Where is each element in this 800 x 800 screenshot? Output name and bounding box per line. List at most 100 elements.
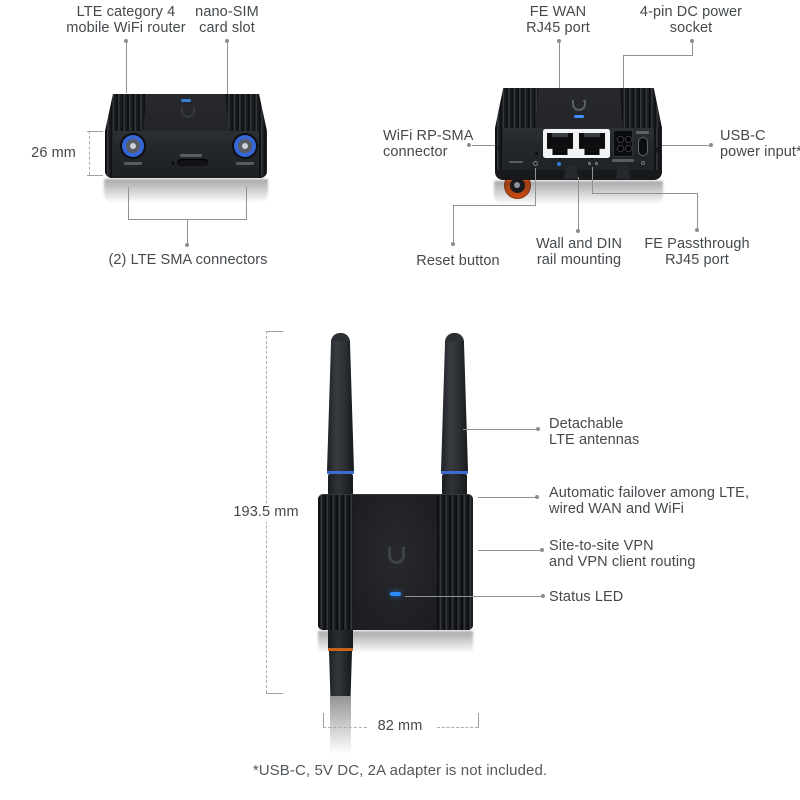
sma-right-tiny-label [236, 162, 254, 165]
mount-mark [595, 162, 598, 165]
failover-label-line1: Automatic failover among LTE, [549, 485, 750, 501]
rpsma-label: WiFi RP-SMA connector [383, 128, 493, 160]
leader-reset-v2 [453, 205, 454, 242]
passthrough-label: FE Passthrough RJ45 port [637, 236, 757, 268]
nano-sim-label-line2: card slot [199, 19, 255, 36]
nano-sim-slot [177, 159, 208, 166]
sma-bracket-right [246, 187, 247, 219]
antenna-right-base [442, 474, 467, 495]
full-view-device-body [318, 494, 473, 630]
leader-passthrough-v2 [697, 193, 698, 228]
usbc-label: USB-C power input* [720, 128, 800, 160]
antenna-bottom-rod [329, 651, 352, 696]
screw [641, 161, 645, 165]
usbc-port [638, 137, 648, 156]
mounting-label-line1: Wall and DIN [535, 236, 623, 252]
usbc-label-line1: USB-C [720, 128, 766, 144]
dim-26mm-line [89, 131, 90, 175]
body-reflection [318, 631, 473, 653]
rpsma-label-line1: WiFi RP-SMA [383, 128, 474, 144]
rpsma-pin [514, 182, 520, 188]
rj45-block [543, 129, 610, 158]
leader-dot [536, 427, 540, 431]
dc-power-socket [613, 130, 633, 157]
antenna-bottom-base [328, 630, 353, 648]
dc-pin-hole [625, 145, 632, 152]
leader-dc-v1 [692, 43, 693, 55]
vpn-label-line2: and VPN client routing [549, 553, 696, 570]
leader-vpn [478, 550, 541, 551]
leader-dot [541, 594, 545, 598]
leader-dot [467, 143, 471, 147]
leader-rpsma [472, 145, 506, 146]
leader-passthrough-h [592, 193, 697, 194]
ubiquiti-logo-body [388, 547, 405, 564]
sma-connectors-label: (2) LTE SMA connectors [108, 252, 268, 268]
rj45-wan-pins [552, 133, 568, 137]
screw [497, 145, 503, 151]
dim-tick [87, 131, 103, 132]
back-top-led [574, 115, 584, 118]
body-left-fins [318, 495, 354, 630]
leader-dot [690, 39, 694, 43]
back-underside [495, 170, 662, 180]
rpsma-label-line2: connector [383, 143, 448, 160]
detachable-antennas-line2: LTE antennas [549, 431, 640, 448]
status-led-label: Status LED [549, 589, 624, 605]
mount-mark [588, 162, 591, 165]
rj45-passthrough-pins [584, 133, 600, 137]
mounting-tab [564, 165, 578, 179]
vpn-label: Site-to-site VPN and VPN client routing [549, 538, 769, 570]
antenna-right-blue-ring [441, 471, 468, 474]
leader-dot [535, 495, 539, 499]
sma-bracket-left [128, 187, 129, 219]
leader-dot [576, 229, 580, 233]
sim-eject-hole [172, 161, 174, 165]
fe-wan-label-line1: FE WAN [529, 4, 587, 20]
fe-wan-label-line2: RJ45 port [526, 19, 590, 36]
leader-reset-v1 [535, 168, 536, 205]
antenna-left-rod [327, 341, 354, 471]
dc-pin-hole [617, 145, 624, 152]
front-top-led [181, 99, 191, 102]
passthrough-label-line1: FE Passthrough [644, 236, 750, 252]
dim-tick-v [478, 713, 479, 728]
antenna-left-blue-ring [327, 471, 354, 474]
leader-dot [540, 548, 544, 552]
antenna-left-base [328, 474, 353, 495]
leader-reset-h [453, 205, 536, 206]
antenna-right-cap [445, 333, 464, 343]
sma-connector-left [120, 133, 146, 159]
rpsma-tiny-label [509, 160, 523, 164]
front-height-dimension: 26 mm [31, 145, 76, 161]
dim-82mm-left [323, 727, 367, 728]
failover-label: Automatic failover among LTE, wired WAN … [549, 485, 779, 517]
leader-dc-h [623, 55, 693, 56]
sma-right-pin [242, 143, 248, 149]
failover-label-line2: wired WAN and WiFi [549, 500, 685, 517]
leader-dot [185, 243, 189, 247]
leader-dot [225, 39, 229, 43]
rj45-wan-port [547, 133, 573, 155]
front-device-shadow [104, 179, 268, 203]
antenna-bottom-reflection [330, 696, 351, 754]
sma-connector-right [232, 133, 258, 159]
front-face-left-fins [105, 131, 113, 178]
back-view-device [495, 88, 662, 199]
back-top-face [535, 88, 623, 128]
footnote: *USB-C, 5V DC, 2A adapter is not include… [252, 762, 548, 779]
ubiquiti-logo [572, 100, 586, 111]
antenna-left-cap [331, 333, 350, 343]
ubiquiti-logo-dot [583, 100, 585, 102]
rj45-passthrough-port [579, 133, 605, 155]
front-view-device [105, 94, 267, 178]
leader-dot [709, 143, 713, 147]
dc-pin-hole [625, 136, 632, 143]
nano-sim-label-line1: nano-SIM [195, 4, 259, 20]
leader-usbc [652, 145, 709, 146]
dc-tiny-label [612, 159, 634, 162]
vpn-label-line1: Site-to-site VPN [549, 538, 654, 554]
leader-passthrough-v1 [592, 167, 593, 193]
dc-power-label-line1: 4-pin DC power [639, 4, 743, 20]
